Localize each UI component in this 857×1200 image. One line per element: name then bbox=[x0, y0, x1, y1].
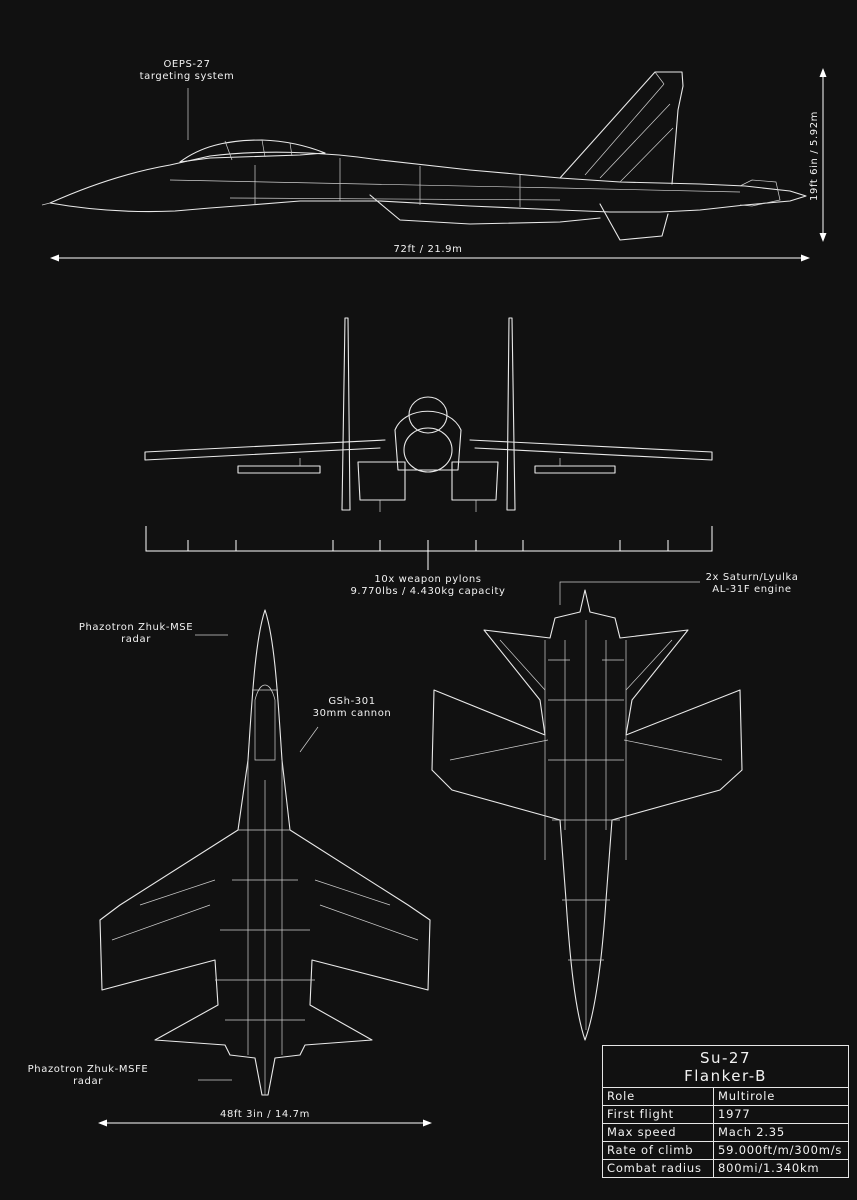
radar-top-line1: Phazotron Zhuk-MSE bbox=[79, 622, 193, 633]
spec-row-first-flight: First flight 1977 bbox=[603, 1105, 848, 1124]
height-label: 19ft 6in / 5.92m bbox=[809, 111, 820, 201]
pylons-label-line2: 9.770lbs / 4.430kg capacity bbox=[350, 586, 505, 597]
aircraft-name: Flanker-B bbox=[684, 1067, 767, 1085]
cannon-label-line2: 30mm cannon bbox=[313, 708, 392, 719]
wingspan-label: 48ft 3in / 14.7m bbox=[220, 1109, 310, 1120]
radar-bottom-line2: radar bbox=[73, 1076, 103, 1087]
spec-card: Su-27 Flanker-B Role Multirole First fli… bbox=[602, 1045, 849, 1178]
spec-label: Combat radius bbox=[603, 1159, 714, 1177]
length-label: 72ft / 21.9m bbox=[394, 244, 463, 255]
top-view: Phazotron Zhuk-MSE radar GSh-301 30mm ca… bbox=[28, 609, 432, 1127]
spec-value: 59.000ft/m/300m/s bbox=[713, 1141, 848, 1160]
spec-value: Mach 2.35 bbox=[713, 1123, 848, 1142]
spec-label: First flight bbox=[603, 1105, 714, 1124]
pylons-label-line1: 10x weapon pylons bbox=[374, 574, 481, 585]
engine-label-line2: AL-31F engine bbox=[712, 584, 791, 595]
bottom-view: 2x Saturn/Lyulka AL-31F engine bbox=[431, 572, 799, 1041]
side-view: OEPS-27 targeting system 72ft / 21.9m 19… bbox=[41, 59, 827, 262]
spec-table: Role Multirole First flight 1977 Max spe… bbox=[603, 1088, 848, 1177]
cannon-label-line1: GSh-301 bbox=[328, 696, 375, 707]
spec-label: Rate of climb bbox=[603, 1141, 714, 1160]
spec-label: Role bbox=[603, 1088, 714, 1106]
spec-row-role: Role Multirole bbox=[603, 1088, 848, 1106]
radar-bottom-line1: Phazotron Zhuk-MSFE bbox=[28, 1064, 149, 1075]
spec-value: 1977 bbox=[713, 1105, 848, 1124]
front-view: 10x weapon pylons 9.770lbs / 4.430kg cap… bbox=[144, 317, 713, 597]
oeps-label-line1: OEPS-27 bbox=[163, 59, 210, 70]
engine-label-line1: 2x Saturn/Lyulka bbox=[706, 572, 799, 583]
spec-row-rate-of-climb: Rate of climb 59.000ft/m/300m/s bbox=[603, 1141, 848, 1160]
spec-title: Su-27 Flanker-B bbox=[603, 1046, 848, 1088]
spec-label: Max speed bbox=[603, 1123, 714, 1142]
spec-row-combat-radius: Combat radius 800mi/1.340km bbox=[603, 1159, 848, 1177]
spec-value: Multirole bbox=[718, 1089, 776, 1103]
spec-value: 800mi/1.340km bbox=[713, 1159, 848, 1177]
oeps-label-line2: targeting system bbox=[140, 71, 235, 82]
radar-top-line2: radar bbox=[121, 634, 151, 645]
spec-row-max-speed: Max speed Mach 2.35 bbox=[603, 1123, 848, 1142]
aircraft-model: Su-27 bbox=[699, 1049, 752, 1067]
